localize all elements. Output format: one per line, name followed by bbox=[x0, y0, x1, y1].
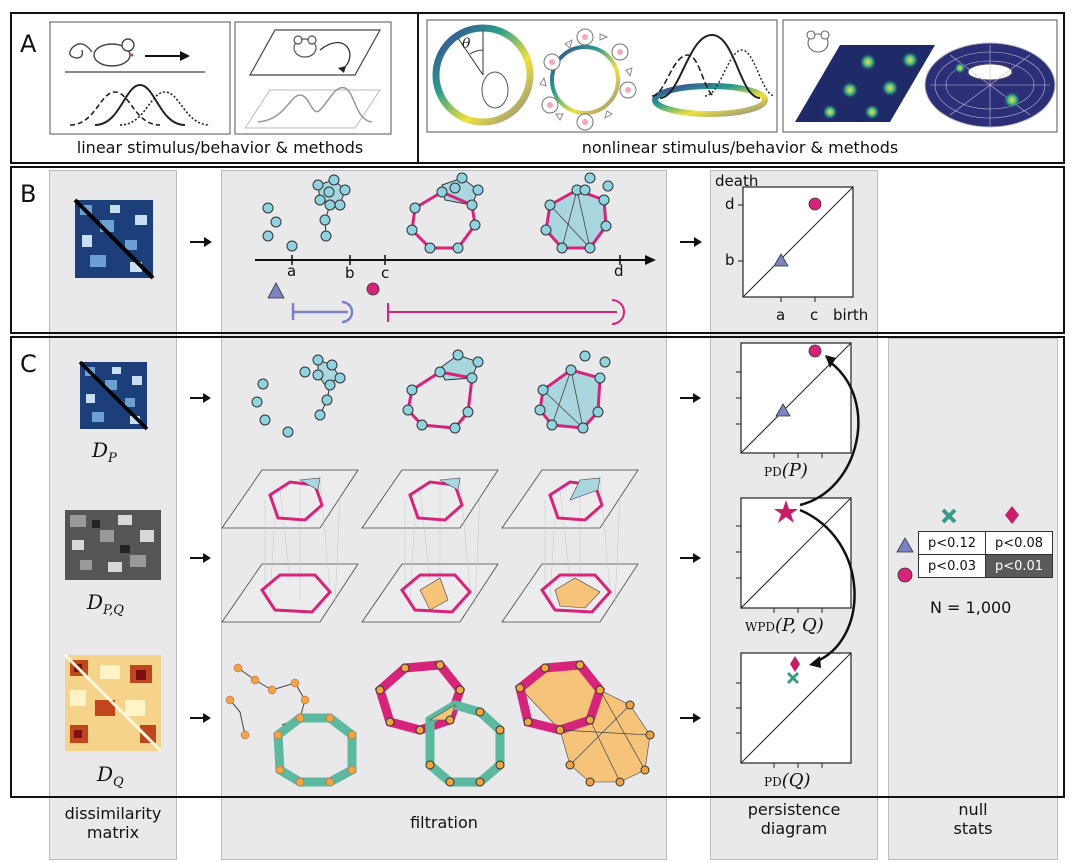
filtration-p-3 bbox=[534, 350, 611, 434]
panel-b-graphics bbox=[73, 172, 854, 325]
pd-death-label: death bbox=[715, 172, 759, 190]
matrix-dpq bbox=[65, 510, 161, 580]
filtration-q-1 bbox=[225, 663, 357, 787]
filtration-pq bbox=[221, 469, 639, 623]
panel-b-letter: B bbox=[20, 180, 37, 208]
filtration-p-2 bbox=[402, 349, 484, 434]
pd-pq bbox=[736, 497, 852, 613]
table-cell: p<0.03 bbox=[918, 554, 986, 578]
col-label-filtration: filtration bbox=[410, 813, 478, 832]
filtration-q-3 bbox=[514, 660, 655, 787]
tick-d: d bbox=[614, 262, 624, 280]
panel-a-box bbox=[10, 12, 1065, 164]
pd-ytick-b: b bbox=[725, 251, 735, 269]
pd-birth-label: birth bbox=[833, 306, 869, 324]
label-dq: DQ bbox=[97, 762, 124, 790]
dissimilarity-matrix-b bbox=[73, 198, 155, 280]
table-cell: p<0.01 bbox=[985, 554, 1053, 578]
caption-nonlinear: nonlinear stimulus/behavior & methods bbox=[581, 138, 899, 157]
pd-xtick-c: c bbox=[810, 306, 819, 324]
mouse-icon-linear bbox=[69, 38, 135, 67]
pd-caption-p: PD(P) bbox=[764, 460, 808, 481]
pd-q bbox=[736, 652, 852, 768]
pd-xtick-a: a bbox=[776, 306, 786, 324]
tick-c: c bbox=[381, 264, 390, 282]
table-cell: p<0.08 bbox=[985, 531, 1053, 555]
mouse-icon-arena bbox=[293, 35, 317, 58]
filtration-snapshot-3 bbox=[540, 172, 614, 254]
caption-linear: linear stimulus/behavior & methods bbox=[76, 138, 364, 157]
table-row: p<0.03 p<0.01 bbox=[918, 554, 1053, 578]
matrix-dq bbox=[63, 653, 163, 753]
filtration-snapshot-1 bbox=[262, 174, 351, 252]
panel-a-letter: A bbox=[20, 30, 37, 58]
tick-b: b bbox=[345, 264, 355, 282]
table-row: p<0.12 p<0.08 bbox=[918, 531, 1053, 555]
filtration-snapshot-2 bbox=[406, 172, 484, 254]
tick-a: a bbox=[287, 262, 297, 280]
pd-caption-q: PD(Q) bbox=[764, 770, 811, 791]
panel-c-letter: C bbox=[20, 350, 37, 378]
panel-b-box bbox=[10, 166, 1065, 334]
pd-ytick-d: d bbox=[725, 195, 735, 213]
panel-c-graphics bbox=[63, 342, 1019, 787]
matrix-dp bbox=[78, 360, 149, 431]
null-stats-table: p<0.12 p<0.08 p<0.03 p<0.01 bbox=[918, 531, 1053, 578]
mouse-icon-grid bbox=[806, 30, 830, 53]
label-dpq: DP,Q bbox=[87, 590, 124, 618]
col-null-bg bbox=[888, 338, 1058, 860]
panel-a-illustrations: θ bbox=[49, 14, 1058, 164]
label-dp: DP bbox=[92, 438, 117, 466]
theta-label: θ bbox=[462, 36, 471, 52]
filtration-q-2 bbox=[374, 660, 505, 787]
filtration-p-1 bbox=[251, 354, 346, 438]
panel-c-box bbox=[10, 336, 1065, 798]
table-cell: p<0.12 bbox=[918, 531, 986, 555]
pd-caption-pq: WPD(P, Q) bbox=[745, 615, 824, 636]
null-n-label: N = 1,000 bbox=[930, 598, 1012, 617]
